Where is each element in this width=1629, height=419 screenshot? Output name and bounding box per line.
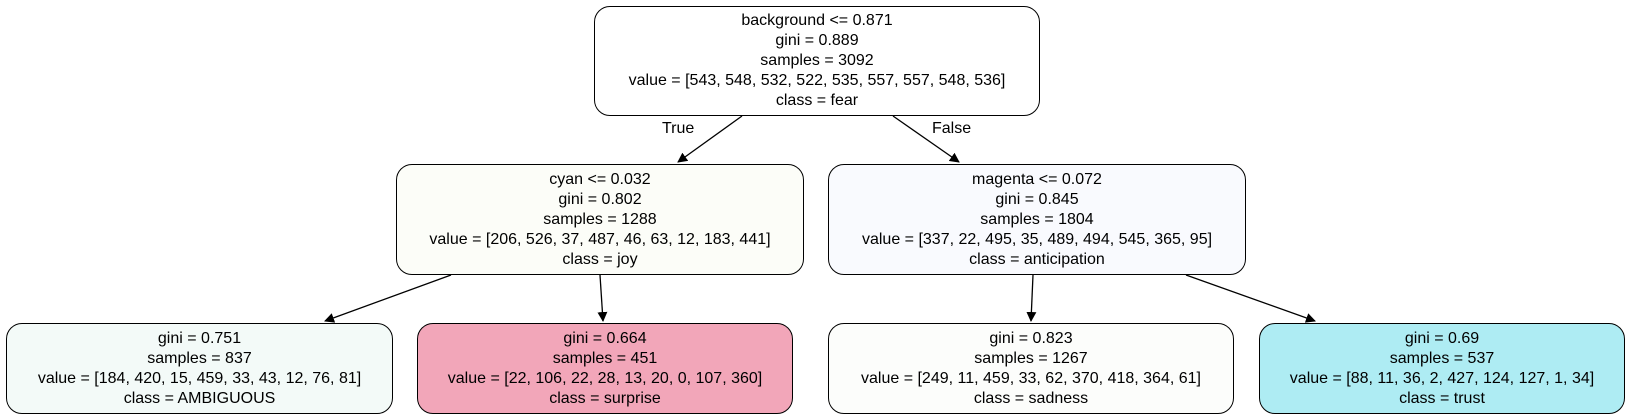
- tree-leaf-trust: gini = 0.69 samples = 537 value = [88, 1…: [1259, 323, 1625, 414]
- node-value: value = [337, 22, 495, 35, 489, 494, 545…: [861, 230, 1213, 248]
- node-gini: gini = 0.69: [1404, 329, 1480, 347]
- node-gini: gini = 0.802: [558, 190, 642, 208]
- node-gini: gini = 0.889: [775, 32, 859, 49]
- node-samples: samples = 1267: [974, 349, 1088, 367]
- node-value: value = [543, 548, 532, 522, 535, 557, 5…: [628, 72, 1006, 89]
- node-split: background <= 0.871: [741, 12, 893, 29]
- node-gini: gini = 0.664: [563, 329, 647, 347]
- node-gini: gini = 0.751: [157, 329, 242, 347]
- edge-right-leaf-3: [1026, 274, 1037, 322]
- node-gini: gini = 0.845: [995, 190, 1079, 208]
- node-split: cyan <= 0.032: [549, 170, 651, 188]
- edge-label-true: True: [662, 120, 695, 137]
- node-samples: samples = 3092: [760, 52, 874, 69]
- node-samples: samples = 837: [147, 349, 252, 367]
- node-value: value = [249, 11, 459, 33, 62, 370, 418,…: [861, 369, 1201, 387]
- node-class: class = trust: [1399, 389, 1485, 407]
- node-split: magenta <= 0.072: [972, 170, 1102, 188]
- node-samples: samples = 1288: [543, 210, 657, 228]
- node-value: value = [184, 420, 15, 459, 33, 43, 12, …: [37, 369, 362, 387]
- edge-left-leaf-1: [324, 274, 452, 323]
- edge-left-leaf-2: [597, 274, 608, 322]
- edge-root-left: [677, 115, 743, 163]
- tree-leaf-ambiguous: gini = 0.751 samples = 837 value = [184,…: [6, 323, 393, 414]
- node-samples: samples = 451: [552, 349, 658, 367]
- node-gini: gini = 0.823: [989, 329, 1073, 347]
- tree-leaf-sadness: gini = 0.823 samples = 1267 value = [249…: [828, 323, 1234, 414]
- node-value: value = [22, 106, 22, 28, 13, 20, 0, 107…: [447, 369, 763, 387]
- node-value: value = [206, 526, 37, 487, 46, 63, 12, …: [429, 230, 771, 248]
- node-class: class = sadness: [973, 389, 1089, 407]
- node-value: value = [88, 11, 36, 2, 427, 124, 127, 1…: [1289, 369, 1595, 387]
- node-class: class = joy: [562, 250, 638, 268]
- node-class: class = AMBIGUOUS: [123, 389, 276, 407]
- tree-leaf-surprise: gini = 0.664 samples = 451 value = [22, …: [417, 323, 793, 414]
- node-class: class = anticipation: [969, 250, 1105, 268]
- edge-right-leaf-4: [1185, 274, 1316, 323]
- edge-label-false: False: [932, 120, 972, 137]
- node-samples: samples = 1804: [980, 210, 1094, 228]
- tree-node-left: cyan <= 0.032 gini = 0.802 samples = 128…: [396, 164, 804, 275]
- tree-node-root: background <= 0.871 gini = 0.889 samples…: [594, 6, 1040, 116]
- edge-root-right: [892, 115, 960, 163]
- node-samples: samples = 537: [1389, 349, 1495, 367]
- node-class: class = fear: [775, 92, 859, 109]
- tree-node-right: magenta <= 0.072 gini = 0.845 samples = …: [828, 164, 1246, 275]
- node-class: class = surprise: [549, 389, 661, 407]
